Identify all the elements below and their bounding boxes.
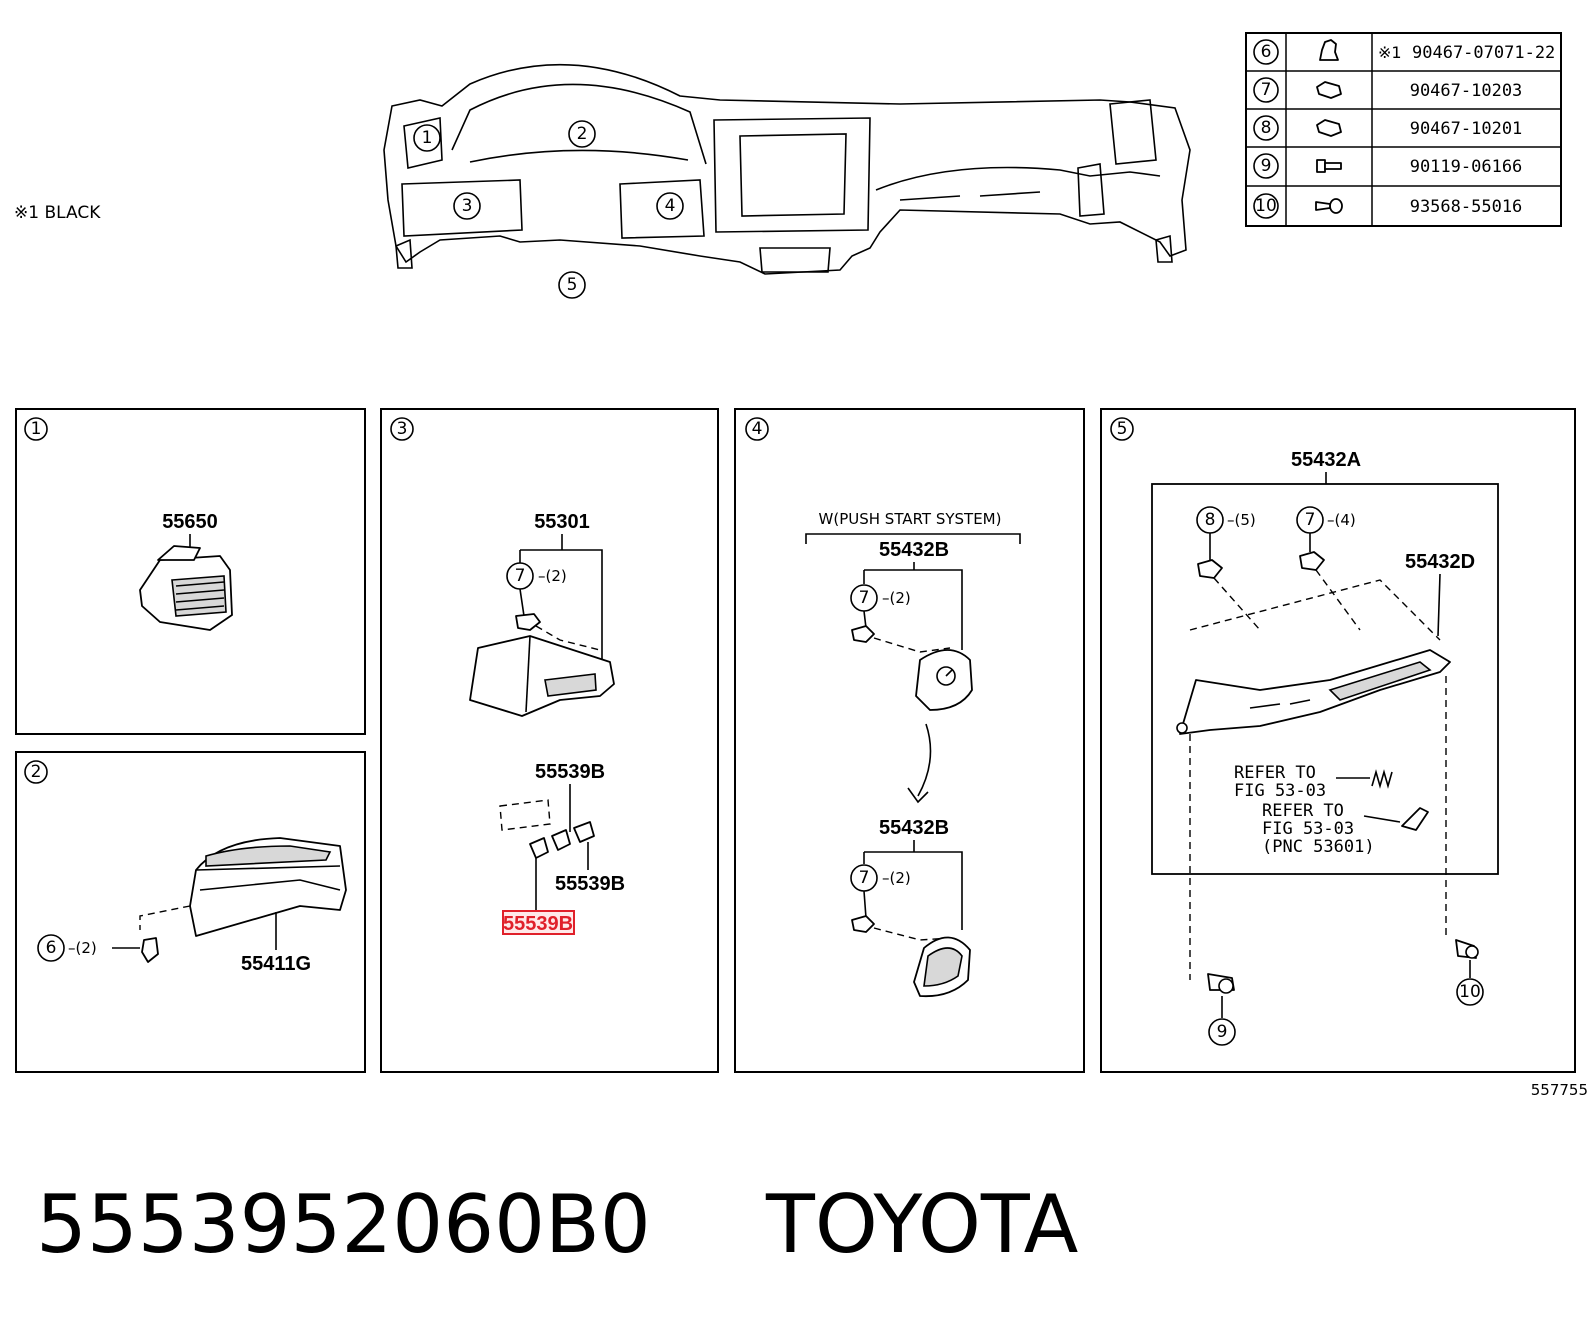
svg-text:7: 7	[1261, 80, 1272, 100]
clip-6: 6 –(2)	[37, 934, 159, 963]
overview-callout-4: 4	[656, 192, 684, 220]
svg-text:93568-55016: 93568-55016	[1410, 197, 1523, 217]
part-label: 55650	[162, 511, 218, 533]
part-label: 55432A	[1291, 449, 1361, 471]
svg-text:6: 6	[1261, 42, 1272, 62]
panel-number: 1	[31, 419, 42, 439]
caption-brand: TOYOTA	[765, 1178, 1079, 1271]
svg-text:REFER TO: REFER TO	[1234, 763, 1316, 783]
svg-text:–(2): –(2)	[538, 567, 567, 585]
part-label: 55432B	[879, 817, 949, 839]
svg-text:2: 2	[577, 124, 588, 144]
panel-number: 3	[397, 419, 408, 439]
refer-note-2: REFER TO FIG 53-03 (PNC 53601)	[1262, 801, 1429, 857]
svg-text:7: 7	[515, 566, 526, 586]
bezel-blank-part	[913, 936, 971, 998]
clip-7-callout: 7 –(2)	[850, 864, 911, 892]
condition-label: W(PUSH START SYSTEM)	[819, 510, 1002, 528]
lower-panel-part	[1176, 649, 1451, 735]
svg-text:7: 7	[1305, 510, 1316, 530]
table-row: 6 ※1 90467-07071-22	[1253, 39, 1555, 65]
clip-7-callout: 7 –(4)	[1296, 506, 1356, 534]
svg-text:4: 4	[665, 196, 676, 216]
clip-8-callout: 8 –(5)	[1196, 506, 1256, 534]
overview-callout-1: 1	[413, 124, 441, 152]
svg-text:–(5): –(5)	[1227, 511, 1256, 529]
svg-text:5: 5	[567, 275, 578, 295]
part-label: 55539B	[535, 761, 605, 783]
panel-number: 4	[752, 419, 763, 439]
table-row: 9 90119-06166	[1253, 153, 1523, 179]
panel-4: 4 W(PUSH START SYSTEM) 55432B 7 –(2) 554…	[734, 408, 1085, 1073]
panel-5: 5 55432A 8 –(5) 7 –(4) 55432D	[1100, 408, 1576, 1073]
bolt-icon	[1316, 159, 1342, 173]
table-row: 8 90467-10201	[1253, 115, 1523, 141]
air-vent-part	[139, 545, 233, 631]
svg-text:10: 10	[1459, 982, 1481, 1002]
svg-text:8: 8	[1261, 118, 1272, 138]
svg-text:(PNC 53601): (PNC 53601)	[1262, 837, 1375, 857]
table-row: 7 90467-10203	[1253, 77, 1523, 103]
svg-text:※1: ※1	[1378, 43, 1402, 62]
svg-text:–(4): –(4)	[1327, 511, 1356, 529]
clip-fastener-icon	[1316, 81, 1342, 99]
panel-1: 1 55650	[15, 408, 366, 735]
svg-text:1: 1	[422, 128, 433, 148]
svg-text:REFER TO: REFER TO	[1262, 801, 1344, 821]
color-note: ※1 BLACK	[14, 203, 101, 223]
screw-10: 10	[1455, 939, 1484, 1006]
clip-7-callout: 7 –(2)	[506, 562, 567, 590]
svg-text:8: 8	[1205, 510, 1216, 530]
svg-text:90119-06166: 90119-06166	[1410, 157, 1523, 177]
assembly-box	[1151, 483, 1499, 875]
part-label: 55539B	[555, 873, 625, 895]
panel-number: 2	[31, 762, 42, 782]
part-label: 55301	[534, 511, 590, 533]
svg-text:FIG 53-03: FIG 53-03	[1234, 781, 1326, 801]
part-label: 55411G	[241, 953, 311, 975]
switch-blank-parts	[499, 799, 595, 859]
overview-callout-2: 2	[568, 120, 596, 148]
svg-text:FIG 53-03: FIG 53-03	[1262, 819, 1354, 839]
svg-text:7: 7	[859, 588, 870, 608]
overview-callout-5: 5	[558, 271, 586, 299]
svg-text:90467-10201: 90467-10201	[1410, 119, 1523, 139]
svg-text:–(2): –(2)	[68, 939, 97, 957]
table-row: 10 93568-55016	[1253, 193, 1523, 219]
clip-fastener-icon	[1319, 39, 1339, 61]
svg-text:90467-07071-22: 90467-07071-22	[1412, 43, 1555, 63]
part-label: 55432D	[1405, 551, 1475, 573]
panel-number: 5	[1117, 419, 1128, 439]
screw-icon	[1315, 198, 1343, 214]
svg-text:7: 7	[859, 868, 870, 888]
svg-text:9: 9	[1217, 1022, 1228, 1042]
dashboard-overview	[383, 63, 1191, 275]
panel-2: 2 55411G 6 –(2)	[15, 751, 366, 1073]
panel-3: 3 55301 7 –(2) 55539B 55539B 55539	[380, 408, 719, 1073]
svg-text:–(2): –(2)	[882, 869, 911, 887]
caption-part-number: 5553952060B0	[36, 1178, 651, 1271]
fastener-table: 6 ※1 90467-07071-22 7 90467-10203 8 9046…	[1245, 32, 1562, 227]
highlighted-part-label: 55539B	[503, 913, 573, 935]
svg-text:90467-10203: 90467-10203	[1410, 81, 1523, 101]
svg-text:10: 10	[1255, 196, 1277, 216]
clip-7-callout: 7 –(2)	[850, 584, 911, 612]
overview-callout-3: 3	[453, 192, 481, 220]
highlighted-part-box	[502, 910, 575, 935]
meter-hood-part	[189, 837, 347, 937]
bolt-9: 9	[1207, 973, 1236, 1046]
part-label: 55432B	[879, 539, 949, 561]
clip-fastener-icon	[1316, 119, 1342, 137]
diagram-id: 557755	[1531, 1081, 1588, 1099]
refer-note-1: REFER TO FIG 53-03	[1234, 763, 1393, 801]
svg-text:9: 9	[1261, 156, 1272, 176]
svg-text:6: 6	[46, 938, 57, 958]
svg-text:3: 3	[462, 196, 473, 216]
svg-text:–(2): –(2)	[882, 589, 911, 607]
switch-bezel-part	[469, 635, 615, 717]
start-switch-bezel-part	[915, 649, 973, 711]
